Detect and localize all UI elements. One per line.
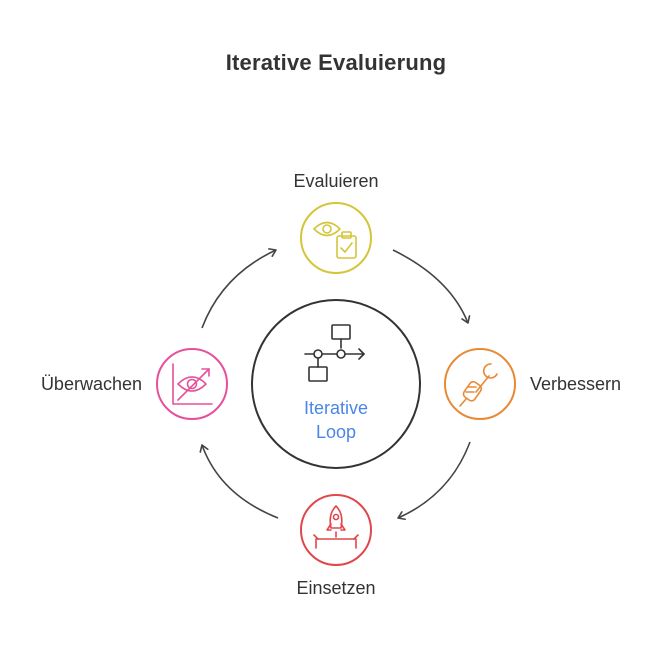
eye-chart-icon [172,363,213,405]
stage-label-verbessern: Verbessern [530,374,621,394]
stage-node-verbessern: Verbessern [444,348,621,420]
stage-node-evaluieren: Evaluieren [293,171,379,274]
eye-clipboard-icon [313,221,357,259]
stage-node-einsetzen: Einsetzen [296,494,376,598]
arrow-verbessern-to-einsetzen [397,441,471,521]
center-label-line1: Iterative [304,398,368,418]
stage-node-ueberwachen: Überwachen [41,348,228,420]
stage-label-einsetzen: Einsetzen [296,578,375,598]
diagram-title: Iterative Evaluierung [225,50,447,75]
stage-label-evaluieren: Evaluieren [293,171,378,191]
arrow-ueberwachen-to-evaluieren [201,248,277,329]
arrow-evaluieren-to-verbessern [392,249,471,324]
stage-label-ueberwachen: Überwachen [41,374,142,394]
wrench-hand-icon [459,363,498,407]
flowchart-icon [304,324,365,382]
center-label-line2: Loop [316,422,356,442]
rocket-launch-icon [313,505,359,549]
arrow-einsetzen-to-ueberwachen [199,444,279,519]
center-node: Iterative Loop [251,299,421,469]
